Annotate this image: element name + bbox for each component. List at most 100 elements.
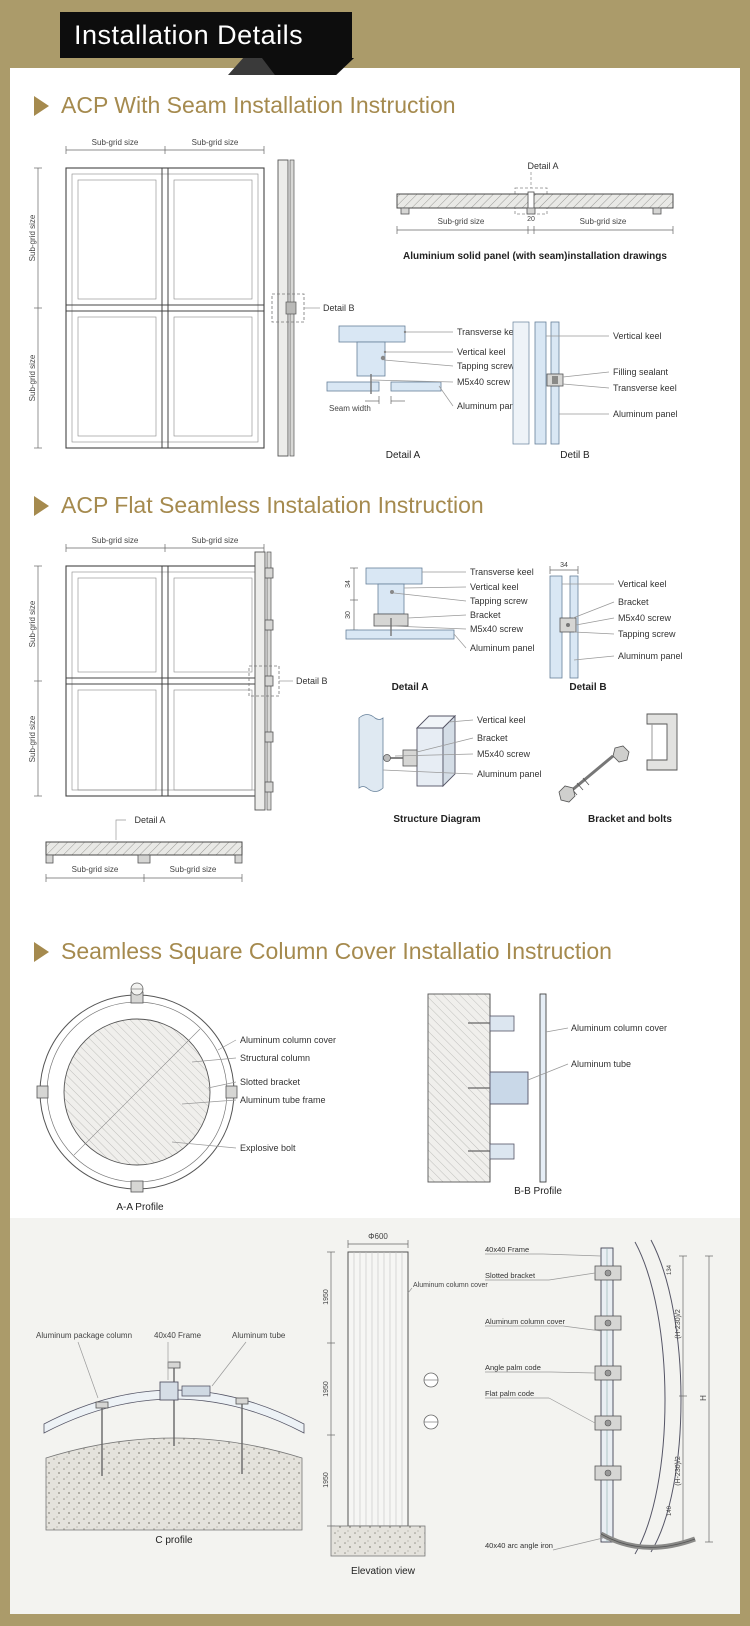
drawing-caption: Detail B [569,682,606,693]
drawing-caption: Elevation view [351,1566,416,1577]
part-label: Aluminum panel [477,769,542,779]
s2-structure-drawing: Vertical keel Bracket M5x40 screw Alumin… [358,714,542,825]
part-label: Tapping screw [470,596,528,606]
drawing-caption: Detil B [560,450,590,461]
dim-label: Seam width [329,404,371,413]
left-border [0,0,10,1626]
part-label: Filling sealant [613,367,669,377]
dim-label: Φ600 [368,1232,388,1241]
right-border [740,0,750,1626]
drawing-caption: Structure Diagram [393,814,480,825]
drawing-caption: Bracket and bolts [588,814,672,825]
s1-front-grid-drawing: Sub-grid size Sub-grid size Sub-grid siz… [28,138,265,449]
drawing-caption: C profile [155,1535,193,1546]
dim-label: (H-230)/2 [675,1456,682,1486]
part-label: Aluminum panel [470,643,535,653]
s2-bracket-bolts-drawing: Bracket and bolts [558,713,678,825]
dim-label: Sub-grid size [192,536,239,545]
dim-label: Sub-grid size [28,715,37,762]
triangle-bullet-icon [34,941,49,962]
part-label: Aluminum tube [232,1331,286,1340]
s2-side-profile-drawing: Detail B [248,551,328,811]
s1-detail-a-drawing: Seam width Transverse keel Vertical keel… [326,325,522,461]
drawing-caption: B-B Profile [514,1186,562,1197]
part-label: Bracket [470,610,501,620]
dim-label: Sub-grid size [28,600,37,647]
dim-label: H [699,1395,708,1401]
header-shadow-shape-dark [262,58,354,75]
dim-label: 134 [667,1264,673,1275]
part-label: Transverse keel [470,567,534,577]
dim-label: Sub-grid size [170,865,217,874]
section1-heading: ACP With Seam Installation Instruction [34,92,456,119]
part-label: M5x40 screw [470,624,524,634]
part-label: Vertical keel [618,579,667,589]
part-label: Aluminum tube [571,1059,631,1069]
s2-detail-a-drawing: 34 30 Transverse keel Vertical keel Tapp… [345,567,535,693]
s3-aa-profile-drawing: Aluminum column cover Structural column … [36,982,336,1213]
page-title-text: Installation Details [74,19,304,50]
dim-label: 20 [527,216,535,223]
triangle-bullet-icon [34,95,49,116]
s1-detail-b-drawing: Vertical keel Filling sealant Transverse… [512,321,678,461]
detail-callout-label: Detail A [527,161,558,171]
s3-column-detail-drawing: 40x40 Frame Slotted bracket Aluminum col… [485,1239,713,1555]
detail-callout-label: Detail A [134,815,165,825]
detail-callout-label: Detail B [296,676,328,686]
s3-bb-profile-drawing: Aluminum column cover Aluminum tube B-B … [427,993,667,1197]
drawing-caption: Aluminium solid panel (with seam)install… [403,251,667,262]
s3-elevation-drawing: Φ600 1950 1950 1950 Aluminum column cove… [323,1232,488,1577]
part-label: M5x40 screw [477,749,531,759]
part-label: Slotted bracket [240,1077,301,1087]
detail-callout-label: Detail B [323,303,355,313]
part-label: Aluminum tube frame [240,1095,326,1105]
s2-front-grid-drawing: Sub-grid size Sub-grid size Sub-grid siz… [28,536,265,797]
section3-heading: Seamless Square Column Cover Installatio… [34,938,612,965]
part-label: Tapping screw [618,629,676,639]
dim-label: 30 [345,611,352,619]
dim-label: Sub-grid size [438,217,485,226]
dim-label: Sub-grid size [192,138,239,147]
part-label: M5x40 screw [618,613,672,623]
part-label: Aluminum column cover [240,1035,336,1045]
part-label: Vertical keel [613,331,662,341]
section1-heading-text: ACP With Seam Installation Instruction [61,92,456,118]
dim-label: Sub-grid size [28,214,37,261]
drawing-caption: Detail A [386,450,421,461]
part-label: Transverse keel [613,383,677,393]
part-label: Aluminum column cover [413,1282,488,1289]
section2-heading-text: ACP Flat Seamless Instalation Instructio… [61,492,484,518]
part-label: Aluminum panel [457,401,522,411]
section3-heading-text: Seamless Square Column Cover Installatio… [61,938,612,964]
part-label: Tapping screw [457,361,515,371]
dim-label: 140 [667,1505,673,1516]
part-label: Aluminum package column [36,1331,132,1340]
s3-c-profile-drawing: Aluminum package column 40x40 Frame Alum… [36,1331,305,1546]
dim-label: 1950 [323,1472,330,1488]
part-label: 40x40 Frame [154,1331,202,1340]
dim-label: 1950 [323,1289,330,1305]
dim-label: Sub-grid size [92,536,139,545]
dim-label: 1950 [323,1381,330,1397]
part-label: Aluminum panel [618,651,683,661]
triangle-bullet-icon [34,495,49,516]
s2-bottom-strip-drawing: Detail A Sub-grid size Sub-grid size [45,815,243,882]
page-title: Installation Details [60,12,352,58]
part-label: Vertical keel [457,347,506,357]
section2-heading: ACP Flat Seamless Instalation Instructio… [34,492,484,519]
part-label: M5x40 screw [457,377,511,387]
part-label: Flat palm code [485,1389,534,1398]
part-label: Structural column [240,1053,310,1063]
drawing-caption: A-A Profile [116,1202,164,1213]
part-label: Slotted bracket [485,1271,536,1280]
part-label: 40x40 Frame [485,1245,529,1254]
drawing-caption: Detail A [392,682,429,693]
dim-label: 34 [345,580,352,588]
dim-label: 34 [560,562,568,569]
part-label: Transverse keel [457,327,521,337]
s1-plan-section-drawing: Detail A Sub-grid size 20 Sub-grid size … [396,161,674,262]
part-label: Bracket [618,597,649,607]
dim-label: Sub-grid size [92,138,139,147]
part-label: Explosive bolt [240,1143,296,1153]
